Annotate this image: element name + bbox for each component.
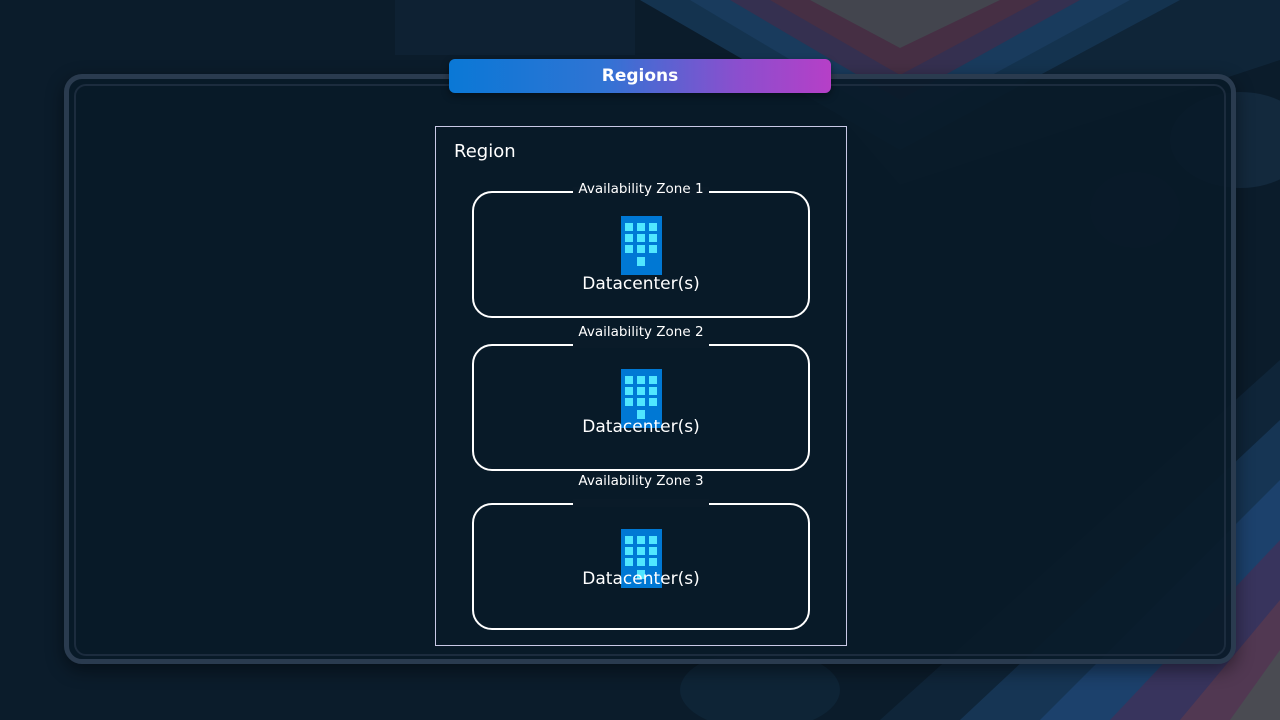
zone-label-gap <box>573 340 709 348</box>
building-icon <box>621 216 662 275</box>
slide-title: Regions <box>449 59 831 93</box>
zone-label-gap <box>573 187 709 195</box>
building-icon <box>621 369 662 428</box>
datacenter-label: Datacenter(s) <box>582 274 700 294</box>
availability-zone-label: Availability Zone 2 <box>578 324 704 340</box>
building-icon <box>621 529 662 588</box>
datacenter-label: Datacenter(s) <box>582 417 700 437</box>
availability-zone-label: Availability Zone 3 <box>578 473 704 489</box>
datacenter-label: Datacenter(s) <box>582 569 700 589</box>
zone-label-gap <box>573 499 709 507</box>
region-label: Region <box>454 141 516 162</box>
region-container <box>435 126 847 646</box>
availability-zone-label: Availability Zone 1 <box>578 181 704 197</box>
